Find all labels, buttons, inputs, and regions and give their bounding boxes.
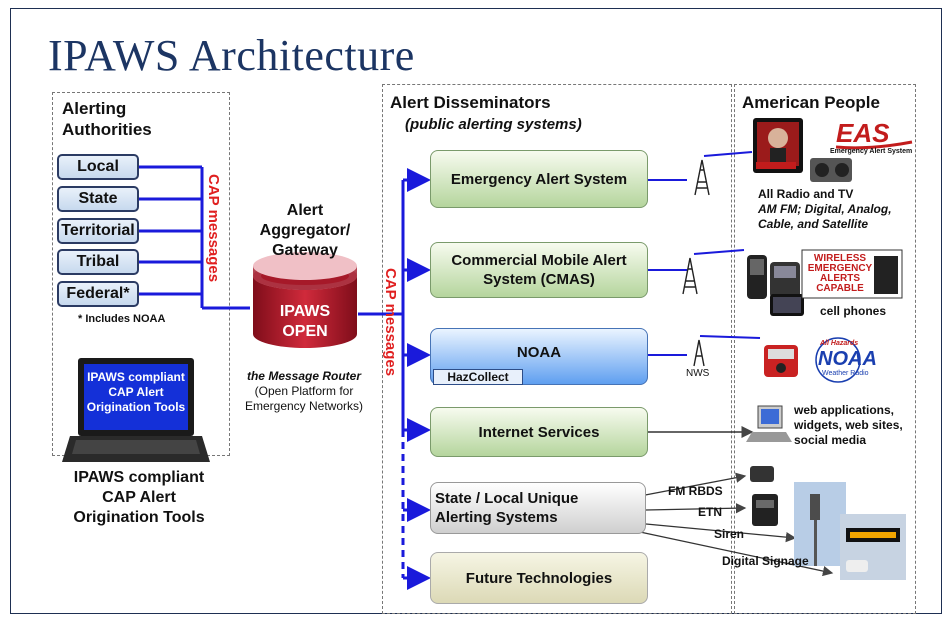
desk-phone-icon <box>752 494 778 526</box>
internet-services-box: Internet Services <box>430 407 648 457</box>
emergency-alert-system-box: Emergency Alert System <box>430 150 648 208</box>
laptop-caption: IPAWS compliant CAP Alert Origination To… <box>73 469 205 526</box>
gateway-label: Alert Aggregator/ Gateway <box>259 202 351 259</box>
noaa-logo-sub: Weather Radio <box>822 370 869 377</box>
ipaws-open-label: IPAWS OPEN <box>279 303 331 340</box>
authorities-note: * Includes NOAA <box>78 313 166 325</box>
eas-logo-swoosh <box>835 140 913 150</box>
local-channel-lines <box>639 472 834 577</box>
channel-digital-signage: Digital Signage <box>722 554 809 568</box>
message-router-desc: (Open Platform for Emergency Networks) <box>244 384 364 413</box>
tv-icon <box>753 118 803 173</box>
message-router-label: the Message Router (Open Platform for Em… <box>232 369 376 414</box>
hazcollect-badge: HazCollect <box>433 369 523 385</box>
future-technologies-box: Future Technologies <box>430 552 648 604</box>
towers <box>682 159 710 367</box>
ipaws-open-cylinder <box>253 252 357 348</box>
computer-icon <box>746 405 792 442</box>
cmas-label: Commercial Mobile Alert System (CMAS) <box>451 252 627 288</box>
people-header: American People <box>742 93 880 112</box>
state-local-box: State / Local Unique Alerting Systems <box>430 482 646 534</box>
nws-label: NWS <box>686 368 710 379</box>
radio-icon <box>810 158 852 182</box>
disseminators-header: Alert Disseminators <box>390 93 551 112</box>
digital-signage-icon <box>840 514 906 580</box>
message-router-title: the Message Router <box>246 369 362 383</box>
authorities-header: Alerting Authorities <box>62 99 152 139</box>
channel-fm-rbds: FM RBDS <box>668 484 723 498</box>
eas-logo-sub: Emergency Alert System <box>830 148 913 155</box>
disseminators-subheader: (public alerting systems) <box>405 116 582 133</box>
output-lines <box>648 179 687 356</box>
gateway-flow-lines <box>358 168 431 442</box>
authority-tribal: Tribal <box>57 249 139 275</box>
authority-territorial: Territorial <box>57 218 139 244</box>
weather-radio-icon <box>764 345 798 377</box>
eas-logo: EAS <box>836 118 890 148</box>
siren-icon <box>794 482 846 566</box>
noaa-logo: NOAA <box>818 348 877 370</box>
cell-phones-label: cell phones <box>820 304 887 318</box>
noaa-label: NOAA <box>516 344 562 361</box>
radio-tv-title: All Radio and TV <box>758 187 854 201</box>
authority-federal: Federal* <box>57 281 139 307</box>
future-flow-lines <box>401 430 431 590</box>
disseminators-panel <box>382 84 732 614</box>
laptop-icon <box>62 358 210 462</box>
wea-logo-mark <box>874 256 898 294</box>
cmas-box: Commercial Mobile Alert System (CMAS) <box>430 242 648 298</box>
authority-state: State <box>57 186 139 212</box>
wea-logo: WIRELESS EMERGENCY ALERTS CAPABLE <box>807 253 873 294</box>
cell-phones-icon <box>747 255 804 316</box>
noaa-logo-ring <box>815 337 861 383</box>
authority-local: Local <box>57 154 139 180</box>
people-panel <box>734 84 916 614</box>
state-local-label: State / Local Unique Alerting Systems <box>435 490 579 526</box>
future-technologies-label: Future Technologies <box>465 569 613 587</box>
channel-siren: Siren <box>714 527 745 541</box>
cap-messages-left-label: CAP messages <box>205 174 222 283</box>
noaa-logo-top: All Hazards <box>820 340 859 347</box>
internet-services-label: Internet Services <box>478 423 600 441</box>
cap-messages-right-label: CAP messages <box>382 268 399 377</box>
page-title: IPAWS Architecture <box>48 31 415 80</box>
authority-flow-lines <box>139 165 250 310</box>
channel-etn: ETN <box>698 505 722 519</box>
laptop-screen-text: IPAWS compliant CAP Alert Origination To… <box>86 370 186 414</box>
emergency-alert-system-label: Emergency Alert System <box>450 170 628 188</box>
broadcast-rays <box>693 151 761 339</box>
pager-icon <box>750 466 774 482</box>
radio-tv-detail: AM FM; Digital, Analog, Cable, and Satel… <box>758 202 892 231</box>
web-label: web applications, widgets, web sites, so… <box>794 403 903 447</box>
